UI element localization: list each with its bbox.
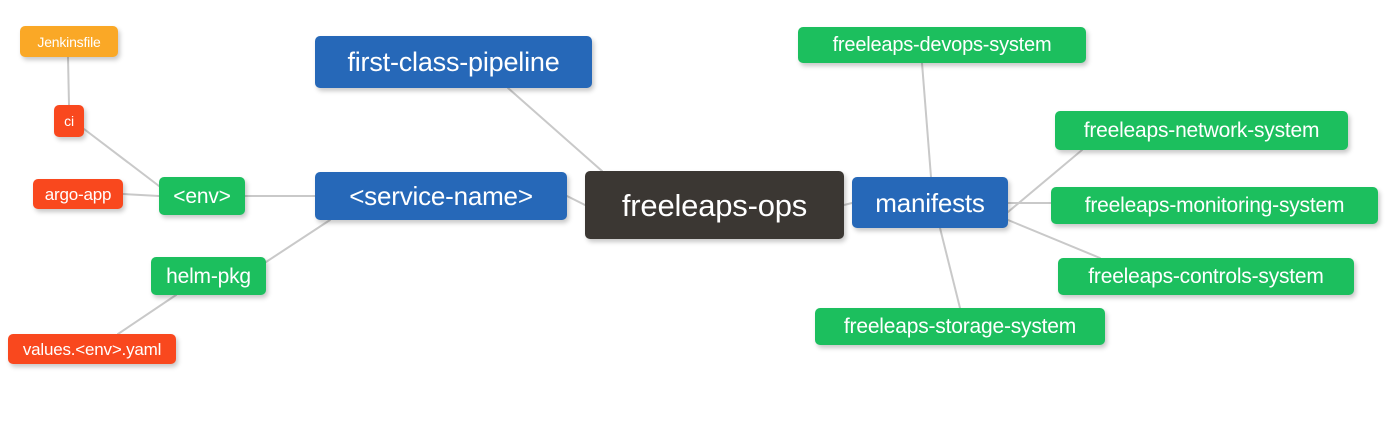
mindmap-node-controls[interactable]: freeleaps-controls-system	[1058, 258, 1354, 295]
mindmap-node-argo[interactable]: argo-app	[33, 179, 123, 209]
mindmap-node-monitoring[interactable]: freeleaps-monitoring-system	[1051, 187, 1378, 224]
mindmap-node-pipeline[interactable]: first-class-pipeline	[315, 36, 592, 88]
mindmap-node-storage[interactable]: freeleaps-storage-system	[815, 308, 1105, 345]
edge-ci-to-jenkinsfile	[67, 56, 70, 106]
edge-helm-to-values	[117, 294, 177, 335]
mindmap-node-env[interactable]: <env>	[159, 177, 245, 215]
edge-manifests-to-storage	[939, 227, 961, 309]
edge-root-to-manifests	[843, 202, 853, 206]
edge-manifests-to-devops	[921, 62, 932, 178]
edge-service-to-helm	[265, 219, 331, 263]
edge-root-to-service	[566, 195, 586, 206]
mindmap-node-jenkinsfile[interactable]: Jenkinsfile	[20, 26, 118, 57]
mindmap-node-devops[interactable]: freeleaps-devops-system	[798, 27, 1086, 63]
edge-manifests-to-controls	[1007, 219, 1101, 259]
mindmap-node-ci[interactable]: ci	[54, 105, 84, 137]
mindmap-node-manifests[interactable]: manifests	[852, 177, 1008, 228]
mindmap-node-service[interactable]: <service-name>	[315, 172, 567, 220]
mindmap-node-values[interactable]: values.<env>.yaml	[8, 334, 176, 364]
mindmap-node-root[interactable]: freeleaps-ops	[585, 171, 844, 239]
edge-env-to-ci	[83, 128, 160, 187]
edge-env-to-argo	[122, 193, 160, 197]
edge-root-to-pipeline	[507, 87, 603, 172]
mindmap-node-network[interactable]: freeleaps-network-system	[1055, 111, 1348, 150]
mindmap-node-helm[interactable]: helm-pkg	[151, 257, 266, 295]
